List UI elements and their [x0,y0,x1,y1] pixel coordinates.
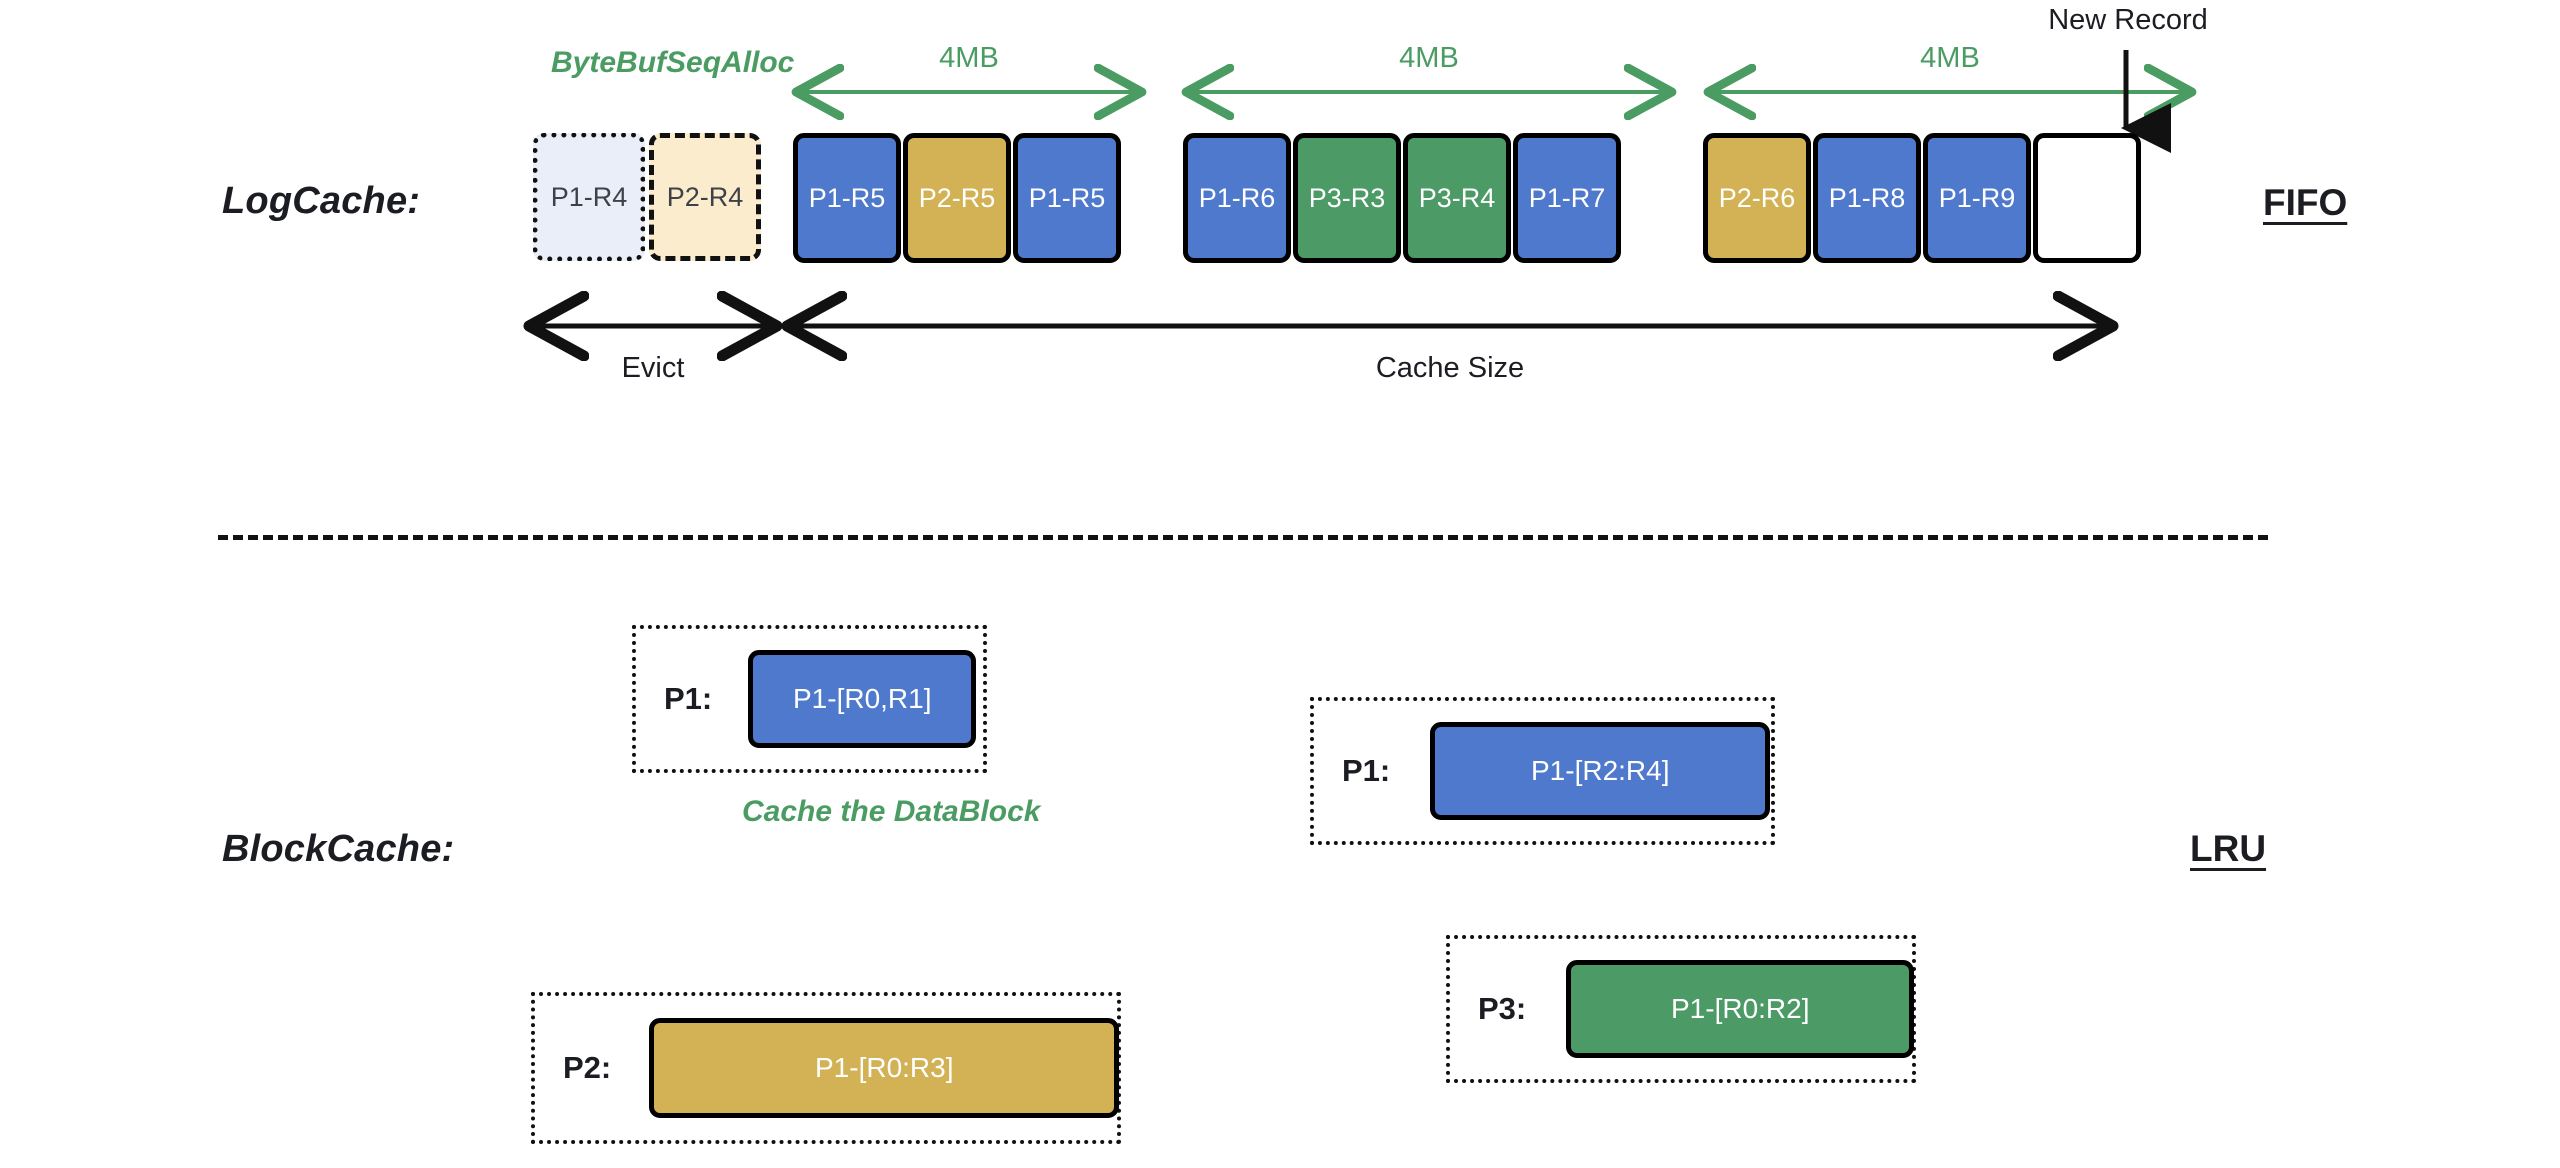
blockcache-datablock-label: P1-[R0:R2] [1671,993,1810,1024]
cell-label: P1-R5 [808,182,886,213]
section-divider [218,535,2268,540]
blockcache-datablock-label: P1-[R0,R1] [793,683,932,714]
blockcache-datablock[interactable]: P1-[R0,R1] [748,650,977,748]
cell-label: P1-R6 [1198,182,1276,213]
cell-label: P1-R5 [1028,182,1106,213]
cell-label: P1-R7 [1528,182,1606,213]
blockcache-entry-key: P3: [1478,991,1527,1026]
cell-label: P2-R6 [1718,182,1796,213]
cell-label: P2-R4 [666,181,744,212]
segment-size-label-1: 4MB [939,42,999,74]
blockcache-title: BlockCache: [222,828,455,870]
logcache-cell[interactable]: P1-R5 [793,133,901,263]
cell-label: P2-R5 [918,182,996,213]
logcache-cell[interactable]: P1-R6 [1183,133,1291,263]
segment-size-label-2: 4MB [1399,42,1459,74]
blockcache-entry-key: P2: [563,1050,612,1085]
cell-label: P3-R4 [1418,182,1496,213]
cell-label: P1-R8 [1828,182,1906,213]
logcache-cell[interactable]: P1-R8 [1813,133,1921,263]
logcache-evicted-cell[interactable]: P1-R4 [533,133,645,261]
segment-size-label-3: 4MB [1920,42,1980,74]
logcache-cell[interactable]: P2-R5 [903,133,1011,263]
blockcache-datablock[interactable]: P1-[R0:R2] [1566,960,1915,1058]
logcache-cell[interactable]: P3-R4 [1403,133,1511,263]
logcache-cell[interactable]: P2-R6 [1703,133,1811,263]
logcache-title: LogCache: [222,180,421,222]
blockcache-entry[interactable]: P1: P1-[R2:R4] [1310,697,1775,845]
blockcache-datablock-label: P1-[R0:R3] [815,1052,954,1083]
logcache-evicted-cell[interactable]: P2-R4 [649,133,761,261]
new-record-label: New Record [2048,4,2208,36]
blockcache-entry[interactable]: P2: P1-[R0:R3] [531,992,1121,1144]
evict-label: Evict [621,352,685,384]
logcache-cell[interactable]: P1-R7 [1513,133,1621,263]
logcache-cell[interactable]: P1-R5 [1013,133,1121,263]
blockcache-datablock[interactable]: P1-[R0:R3] [649,1018,1120,1118]
cell-label: P1-R4 [550,181,628,212]
logcache-cell[interactable]: P3-R3 [1293,133,1401,263]
cell-label: P3-R3 [1308,182,1386,213]
blockcache-policy-badge: LRU [2190,828,2267,869]
blockcache-entry-key: P1: [1342,753,1391,788]
blockcache-datablock[interactable]: P1-[R2:R4] [1430,722,1771,820]
logcache-policy-badge: FIFO [2263,182,2348,223]
blockcache-entry[interactable]: P1: P1-[R0,R1] [632,625,987,773]
cell-label: P1-R9 [1938,182,2016,213]
blockcache-entry[interactable]: P3: P1-[R0:R2] [1446,935,1916,1083]
cache-the-datablock-note: Cache the DataBlock [742,795,1041,828]
cache-size-label: Cache Size [1375,352,1525,384]
blockcache-entry-key: P1: [664,681,713,716]
bytebufseqalloc-note: ByteBufSeqAlloc [551,46,795,79]
blockcache-datablock-label: P1-[R2:R4] [1531,755,1670,786]
logcache-empty-slot[interactable] [2033,133,2141,263]
logcache-cell[interactable]: P1-R9 [1923,133,2031,263]
